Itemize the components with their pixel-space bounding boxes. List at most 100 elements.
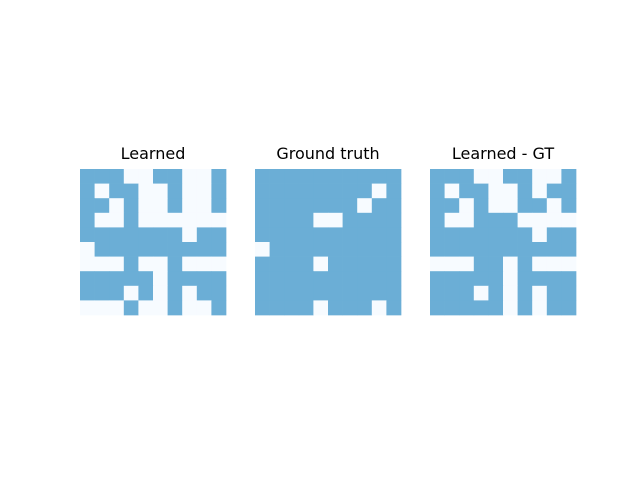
heatmap-cell [182,300,198,316]
heatmap-cell [255,169,270,184]
heatmap-cell [561,183,577,199]
heatmap-cell [211,169,227,184]
heatmap-cell [313,227,329,243]
heatmap-cell [298,300,314,316]
heatmap-cell [561,285,577,301]
heatmap-cell [430,198,445,214]
heatmap-cell [138,271,154,287]
heatmap-cell [94,198,110,214]
heatmap-cell [430,256,445,272]
heatmap-cell [444,227,460,243]
heatmap-cell [459,169,475,184]
heatmap-cell [123,212,139,228]
heatmap-cell [430,271,445,287]
heatmap-cell [532,212,548,228]
heatmap-cell [503,227,518,243]
heatmap-cell [532,198,548,214]
heatmap-cell [357,183,373,199]
heatmap-cell [182,198,198,214]
heatmap-cell [138,198,154,214]
heatmap-cell [123,242,139,257]
heatmap-cell [488,212,504,228]
heatmap-cell [532,183,548,199]
heatmap-cell [342,256,358,272]
heatmap-cell [298,227,314,243]
heatmap-cell [444,212,460,228]
heatmap-cell [386,285,402,301]
heatmap-cell [546,242,562,257]
heatmap-cell [284,212,300,228]
heatmap-cell [153,183,168,199]
heatmap-cell [444,242,460,257]
heatmap-cell [109,271,125,287]
heatmap-cell [503,300,518,316]
heatmap-cell [357,169,373,184]
heatmap-cell [342,169,358,184]
heatmap-cell [196,169,212,184]
heatmap-cell [94,169,110,184]
heatmap-cell [109,198,125,214]
heatmap-cell [444,285,460,301]
heatmap-cell [473,300,489,316]
heatmap-cell [255,227,270,243]
heatmap-cell [196,271,212,287]
heatmap-cell [284,256,300,272]
heatmap-cell [284,227,300,243]
heatmap-cell [109,285,125,301]
heatmap-cell [357,227,373,243]
heatmap-cell [517,183,533,199]
heatmap-cell [430,242,445,257]
panel-title-ground-truth: Ground truth [276,144,380,163]
heatmap-cell [211,271,227,287]
heatmap-cell [255,198,270,214]
heatmap-cell [167,256,183,272]
heatmap-cell [473,242,489,257]
heatmap-cell [503,169,518,184]
heatmap-cell [546,198,562,214]
heatmap-cell [167,285,183,301]
heatmap-cell [138,183,154,199]
heatmap-cell [488,198,504,214]
heatmap-cell [546,169,562,184]
heatmap-cell [328,227,343,243]
heatmap-cell [123,285,139,301]
heatmap-cell [328,256,343,272]
heatmap-cell [196,256,212,272]
heatmap-cell [269,227,285,243]
heatmap-cell [342,183,358,199]
heatmap-cell [255,183,270,199]
heatmap-cell [532,256,548,272]
heatmap-cell [313,300,329,316]
heatmap-cell [313,242,329,257]
heatmap-cell [517,227,533,243]
heatmap-cell [94,242,110,257]
heatmap-cell [357,271,373,287]
heatmap-cell [109,183,125,199]
heatmap-cell [430,212,445,228]
heatmap-cell [561,271,577,287]
heatmap-cell [284,285,300,301]
heatmap-cell [182,183,198,199]
heatmap-cell [444,271,460,287]
heatmap-cell [211,300,227,316]
heatmap-cell [255,212,270,228]
heatmap-cell [459,271,475,287]
heatmap-cell [342,271,358,287]
heatmap-cell [386,242,402,257]
heatmap-cell [313,183,329,199]
heatmap-cell [109,227,125,243]
heatmap-cell [371,183,387,199]
heatmap-cell [328,285,343,301]
heatmap-cell [284,169,300,184]
heatmap-cell [386,227,402,243]
heatmap-cell [80,285,95,301]
heatmap-cell [153,242,168,257]
heatmap-cell [211,198,227,214]
heatmap-cell [298,271,314,287]
heatmap-cell [532,242,548,257]
heatmap-cell [444,183,460,199]
heatmap-cell [517,256,533,272]
heatmap-cell [430,227,445,243]
heatmap-cell [357,198,373,214]
heatmap-cell [561,227,577,243]
